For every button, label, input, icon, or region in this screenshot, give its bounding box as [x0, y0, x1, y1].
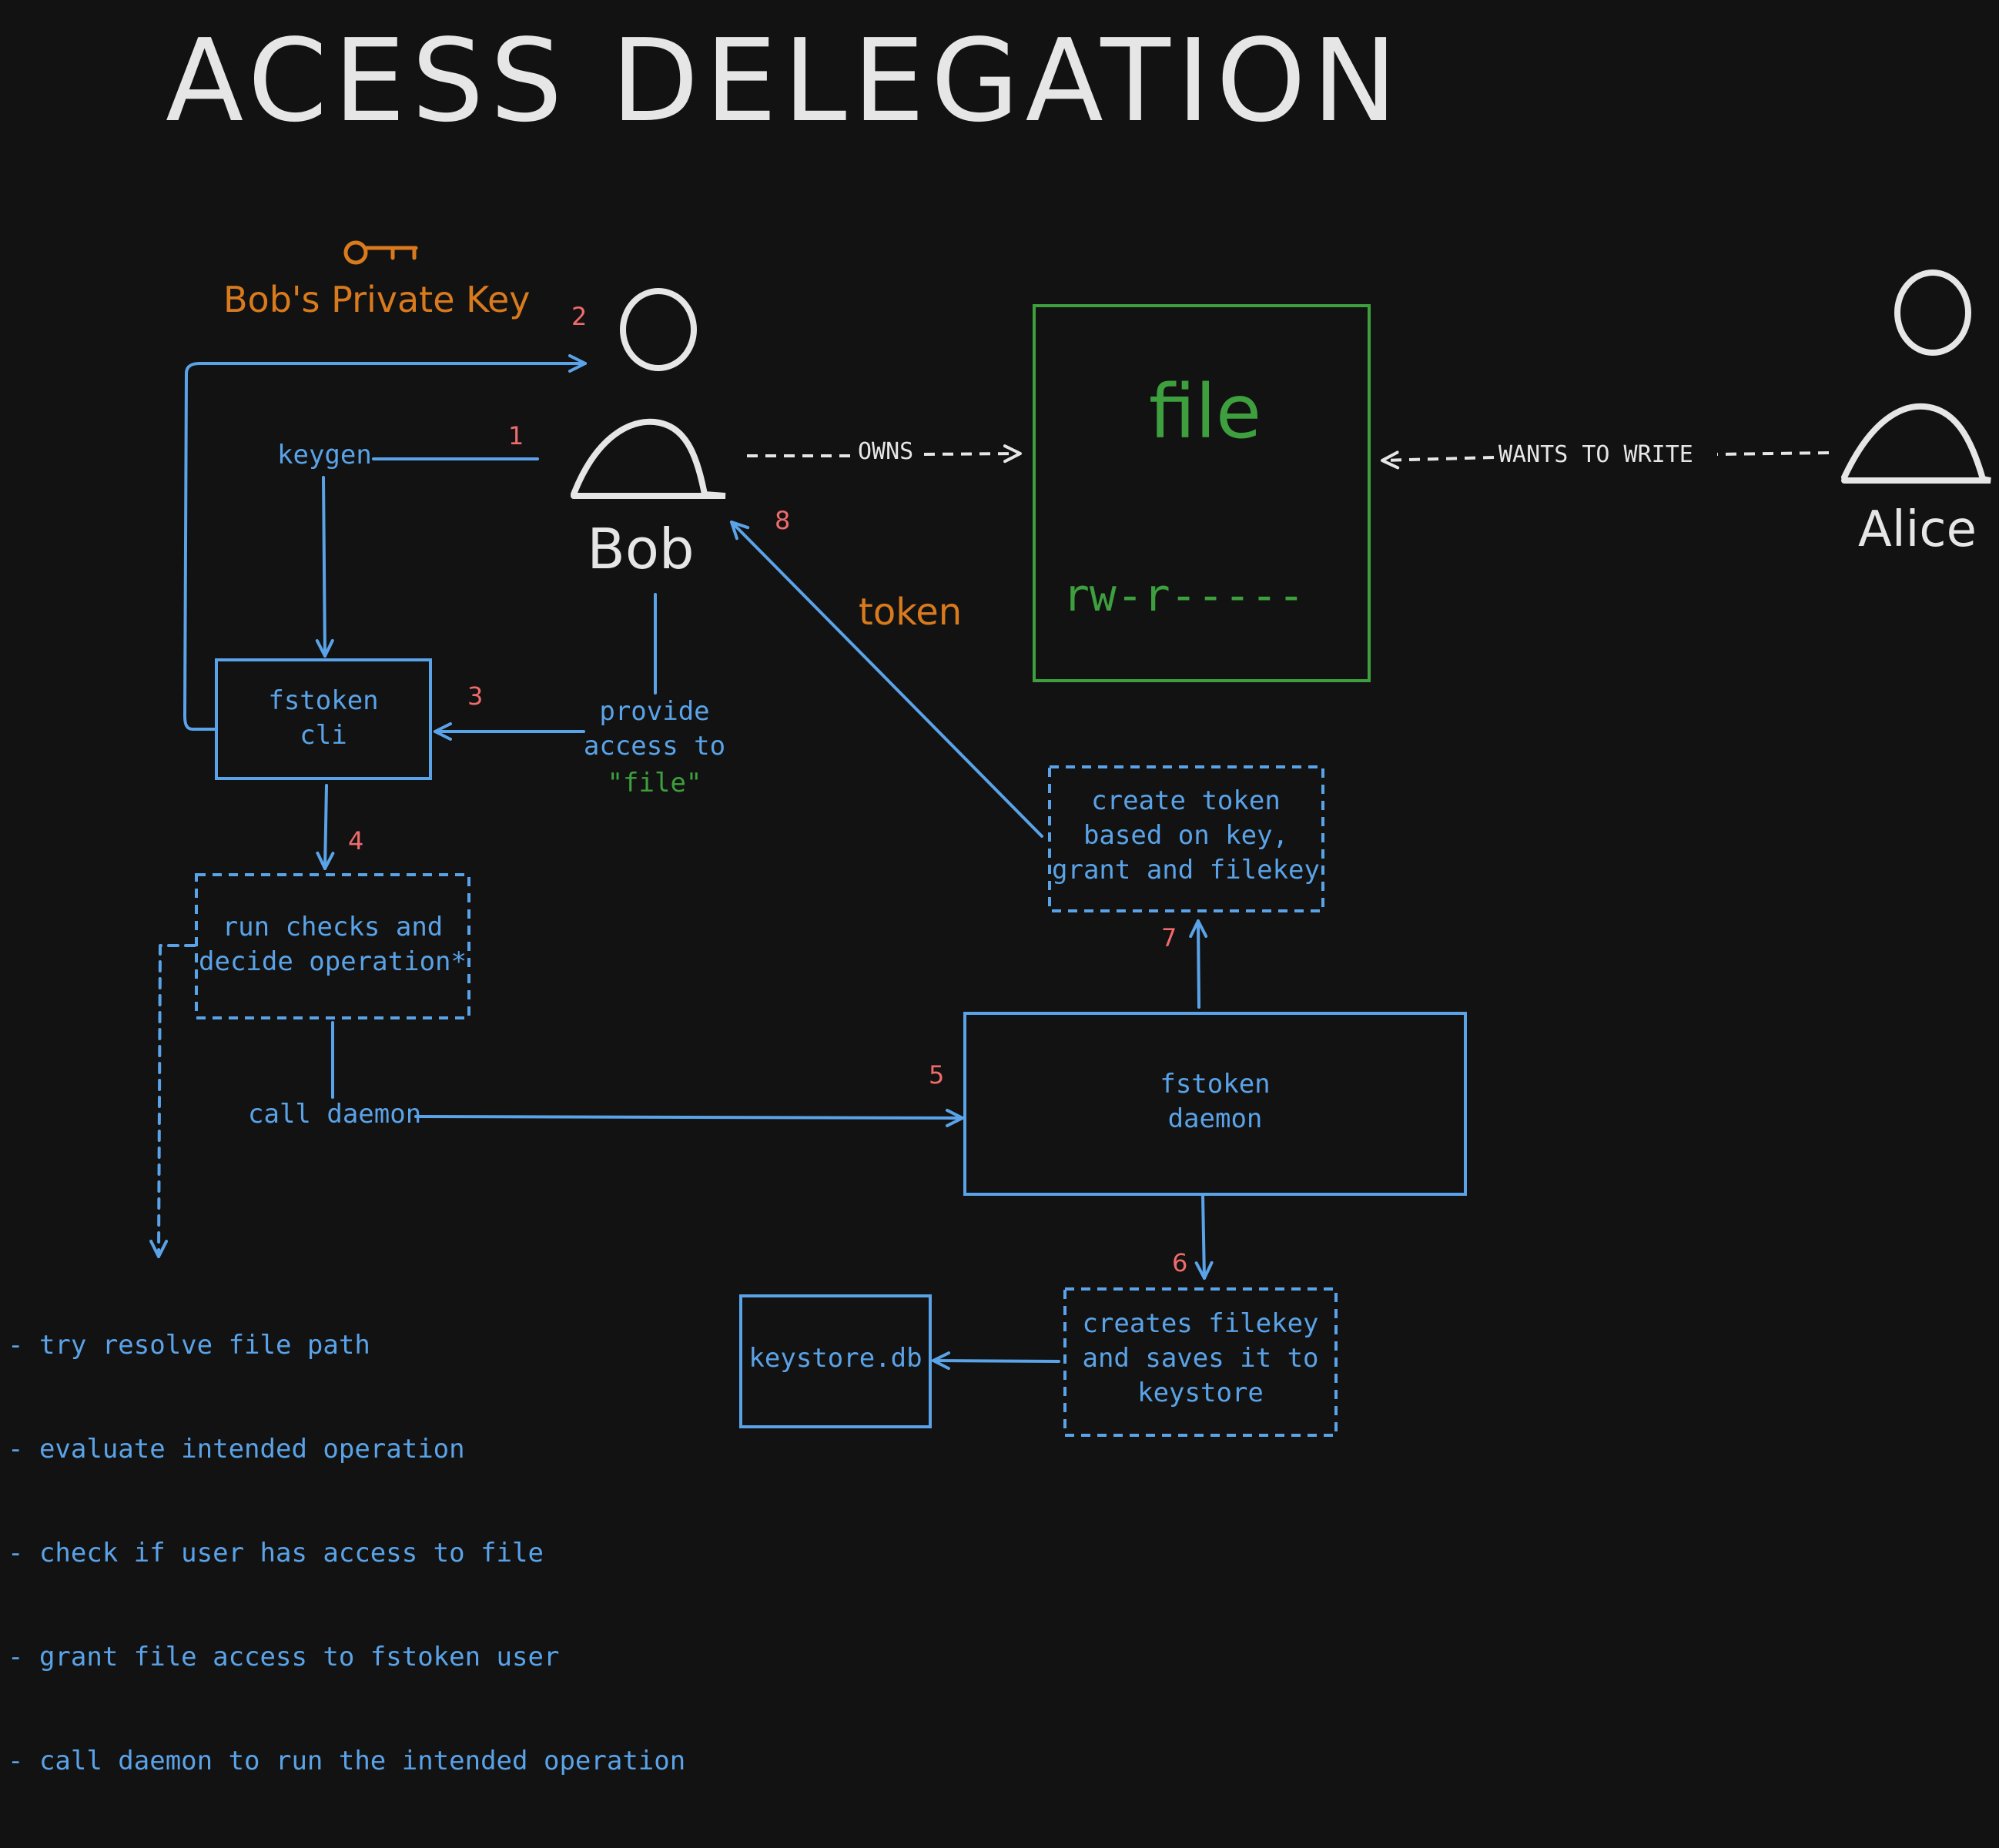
diagram-svg [149, 240, 1991, 1437]
bob-label: Bob [587, 517, 695, 581]
wants-arrow-right [1716, 451, 1830, 456]
file-box [1033, 304, 1371, 682]
run-checks-label: run checks and decide operation* [199, 912, 467, 977]
step-1: 1 [508, 421, 524, 450]
step-2: 2 [571, 302, 588, 331]
key-icon [343, 240, 418, 265]
fstoken-cli-box [215, 658, 432, 780]
wants-to-write-label: WANTS TO WRITE [1495, 441, 1696, 469]
token-label: token [859, 591, 963, 634]
alice-figure-icon [1841, 270, 1991, 484]
wants-arrow-left [1381, 450, 1495, 470]
arrow-daemon-to-filekey [1194, 1194, 1214, 1280]
owns-label: OWNS [855, 438, 917, 466]
step-5: 5 [929, 1060, 945, 1090]
note-item: - check if user has access to file [8, 1538, 544, 1568]
step-4: 4 [348, 826, 364, 855]
step-3: 3 [467, 681, 484, 711]
provide-access-line1: provide [599, 696, 710, 727]
creates-filekey-box [1063, 1287, 1338, 1437]
alice-head [1894, 270, 1971, 356]
creates-filekey-label: creates filekey and saves it to keystore [1082, 1308, 1319, 1408]
key-label: Bob's Private Key [223, 279, 531, 320]
diagram-canvas: ACESS DELEGATION Bob's Private Key Bob A… [8, 15, 1991, 1776]
keystore-label: keystore.db [748, 1343, 922, 1374]
step-6: 6 [1172, 1248, 1188, 1277]
provide-access-line3: "file" [607, 768, 702, 798]
step-7: 7 [1161, 923, 1177, 952]
note-item: - try resolve file path [8, 1330, 370, 1361]
step-8: 8 [775, 506, 791, 535]
arrow-keygen-to-cli [315, 476, 334, 658]
provide-access-line2: access to [583, 731, 726, 762]
arrow-cli-to-bob-key [183, 354, 587, 731]
alice-body [1841, 403, 1991, 484]
arrow-call-daemon [414, 1108, 964, 1127]
bob-head [620, 288, 697, 371]
fstoken-cli-label: fstoken cli [268, 685, 379, 751]
bob-body [571, 418, 726, 499]
alice-label: Alice [1858, 501, 1977, 558]
note-item: - grant file access to fstoken user [8, 1642, 560, 1672]
page-title: ACESS DELEGATION [166, 15, 1404, 147]
create-token-box [1048, 765, 1324, 912]
fstoken-daemon-box [963, 1012, 1467, 1196]
fstoken-daemon-label: fstoken daemon [1160, 1069, 1271, 1134]
file-name: file [1148, 369, 1262, 455]
arrow-token-to-bob [730, 521, 1043, 838]
arrow-cli-to-checks [316, 784, 335, 870]
notes-list: - try resolve file path - evaluate inten… [8, 1259, 685, 1848]
note-item: - evaluate intended operation [8, 1434, 465, 1465]
arrow-daemon-to-token [1189, 919, 1208, 1009]
file-permissions: rw-r----- [1063, 569, 1305, 621]
bob-figure-icon [571, 288, 726, 499]
keygen-label: keygen [277, 440, 372, 470]
run-checks-box [195, 873, 470, 1019]
arrow-checks-to-notes [149, 944, 196, 1258]
call-daemon-label: call daemon [248, 1099, 422, 1130]
create-token-label: create token based on key, grant and fil… [1052, 785, 1320, 886]
note-item: - call daemon to run the intended operat… [8, 1746, 686, 1776]
keystore-box [739, 1294, 932, 1428]
